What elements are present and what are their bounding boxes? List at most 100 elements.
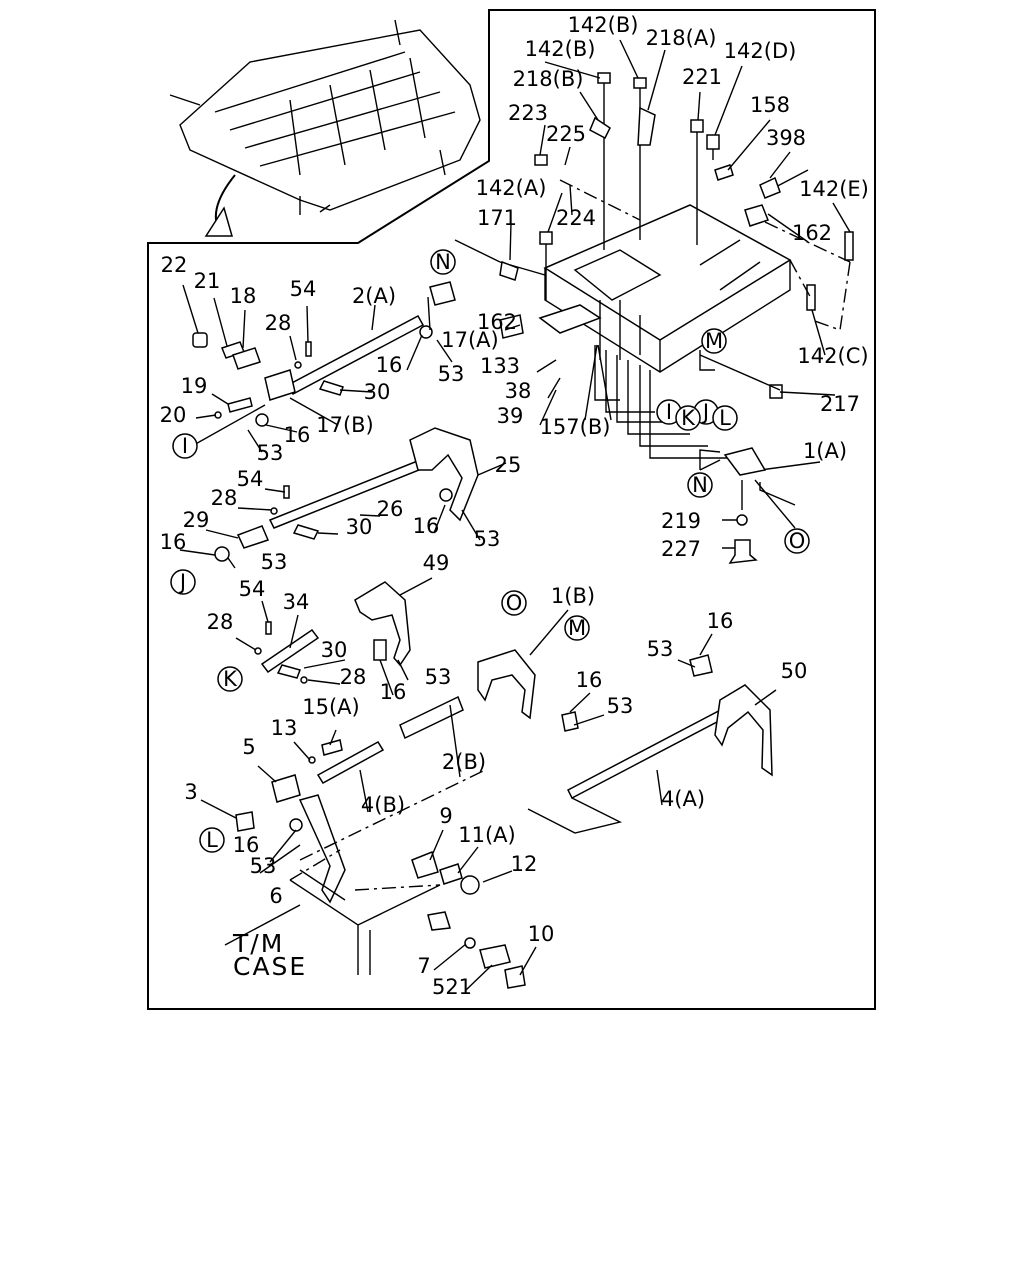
part-callout: 142(B): [525, 37, 596, 61]
marker-circle: [217, 666, 243, 692]
diagram-frame: [147, 9, 876, 1010]
part-callout: 16: [707, 609, 734, 633]
marker-letter: I: [182, 434, 188, 458]
part-callout: 227: [661, 537, 701, 561]
marker-circle: [172, 433, 198, 459]
part-callout: 2(A): [352, 284, 396, 308]
part-callout: 25: [495, 453, 522, 477]
part-callout: 16: [576, 668, 603, 692]
reference-marker: J: [170, 569, 196, 595]
part-callout: 16: [160, 530, 187, 554]
part-callout: 1(B): [551, 584, 595, 608]
part-callout: 13: [271, 716, 298, 740]
part-callout: 16: [233, 833, 260, 857]
part-callout: 54: [290, 277, 317, 301]
part-callout: 217: [820, 392, 860, 416]
part-callout: 30: [346, 515, 373, 539]
reference-marker: O: [784, 528, 810, 554]
tm-case-sketch: [224, 769, 486, 975]
part-callout: 3: [184, 780, 197, 804]
part-callout: 54: [239, 577, 266, 601]
part-callout: 53: [425, 665, 452, 689]
marker-letter: O: [506, 591, 523, 615]
part-callout: 50: [781, 659, 808, 683]
part-callout: 53: [257, 441, 284, 465]
rod-4b-assembly: [235, 739, 385, 904]
part-callout: 53: [647, 637, 674, 661]
part-callout: 7: [417, 954, 430, 978]
part-callout: 398: [766, 126, 806, 150]
part-callout: 521: [432, 975, 472, 999]
part-callout: 53: [607, 694, 634, 718]
part-callout: 4(B): [361, 793, 405, 817]
marker-circle: [170, 569, 196, 595]
reference-marker: O: [501, 590, 527, 616]
marker-circle: [687, 472, 713, 498]
marker-letter: I: [666, 400, 672, 424]
marker-letter: M: [568, 616, 586, 640]
reference-marker: M: [564, 615, 590, 641]
part-callout: 221: [682, 65, 722, 89]
part-callout: 10: [528, 922, 555, 946]
part-callout: 133: [480, 354, 520, 378]
reference-marker: K: [217, 666, 243, 692]
part-callout: 26: [377, 497, 404, 521]
part-callout: 12: [511, 852, 538, 876]
part-callout: 28: [211, 486, 238, 510]
part-callout: 22: [161, 253, 188, 277]
callout-leaders: [179, 39, 851, 991]
part-callout: 157(B): [540, 415, 611, 439]
part-callout: 34: [283, 590, 310, 614]
part-callout: 218(A): [646, 26, 717, 50]
marker-circle: [784, 528, 810, 554]
marker-letter: O: [789, 529, 806, 553]
marker-circle: [675, 405, 701, 431]
part-callout: 224: [556, 206, 596, 230]
marker-letter: N: [435, 250, 451, 274]
part-callout: 28: [207, 610, 234, 634]
part-callout: 142(D): [724, 39, 797, 63]
reference-marker: L: [199, 827, 225, 853]
part-callout: 53: [438, 362, 465, 386]
part-callout: 17(A): [441, 328, 498, 352]
marker-circle: [199, 827, 225, 853]
part-callout: 54: [237, 467, 264, 491]
shift-cover-assembly: [454, 169, 809, 373]
callout-labels: 142(B)218(A)142(B)142(D)218(B)2211582232…: [160, 13, 869, 999]
marker-circle: [501, 590, 527, 616]
marker-letter: K: [681, 406, 696, 430]
shift-rod-2a: [191, 281, 456, 447]
part-callout: 30: [364, 380, 391, 404]
part-callout: 20: [160, 403, 187, 427]
part-callout: 142(B): [568, 13, 639, 37]
part-callout: 1(A): [803, 439, 847, 463]
reference-marker: M: [701, 328, 727, 354]
part-callout: 11(A): [458, 823, 515, 847]
reference-marker: I: [172, 433, 198, 459]
part-callout: 142(E): [799, 177, 869, 201]
marker-letter: L: [719, 406, 731, 430]
part-callout: 18: [230, 284, 257, 308]
marker-letter: N: [692, 473, 708, 497]
marker-circle: [712, 405, 738, 431]
part-callout: 16: [284, 423, 311, 447]
part-callout: 53: [474, 527, 501, 551]
part-callout: 16: [376, 353, 403, 377]
part-callout: 15(A): [302, 695, 359, 719]
part-callout: 28: [340, 665, 367, 689]
marker-letter: L: [206, 828, 218, 852]
marker-letter: M: [705, 329, 723, 353]
part-callout: 223: [508, 101, 548, 125]
lever-1a-parts: [699, 447, 796, 564]
shift-rod-26: [214, 427, 479, 562]
part-callout: 225: [546, 122, 586, 146]
part-callout: 6: [269, 884, 282, 908]
cover-bolts: [534, 72, 854, 399]
shift-rod-2b: [399, 649, 579, 740]
part-callout: 171: [477, 206, 517, 230]
marker-lines: [594, 345, 728, 459]
part-callout: 16: [380, 680, 407, 704]
part-callout: 162: [477, 310, 517, 334]
part-callout: 17(B): [316, 413, 374, 437]
